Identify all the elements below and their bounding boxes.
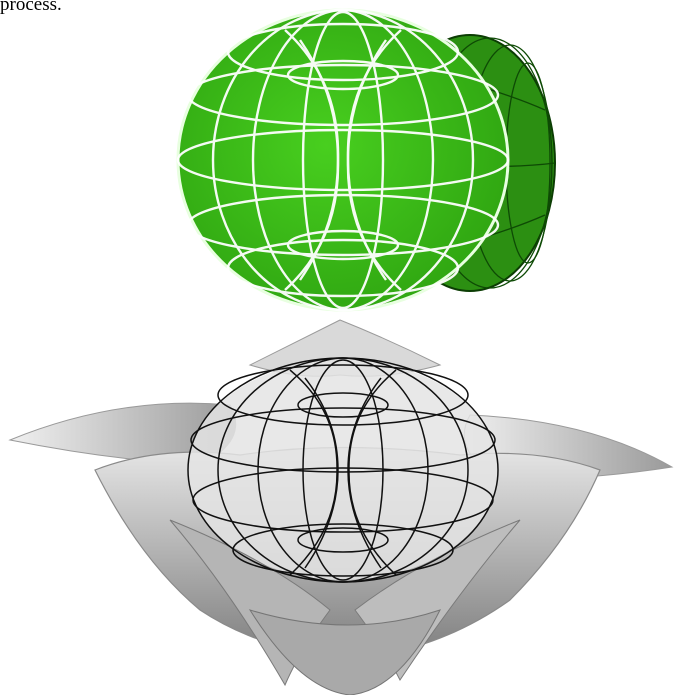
- green-torus-model: [178, 10, 555, 310]
- flower-model: [10, 320, 672, 695]
